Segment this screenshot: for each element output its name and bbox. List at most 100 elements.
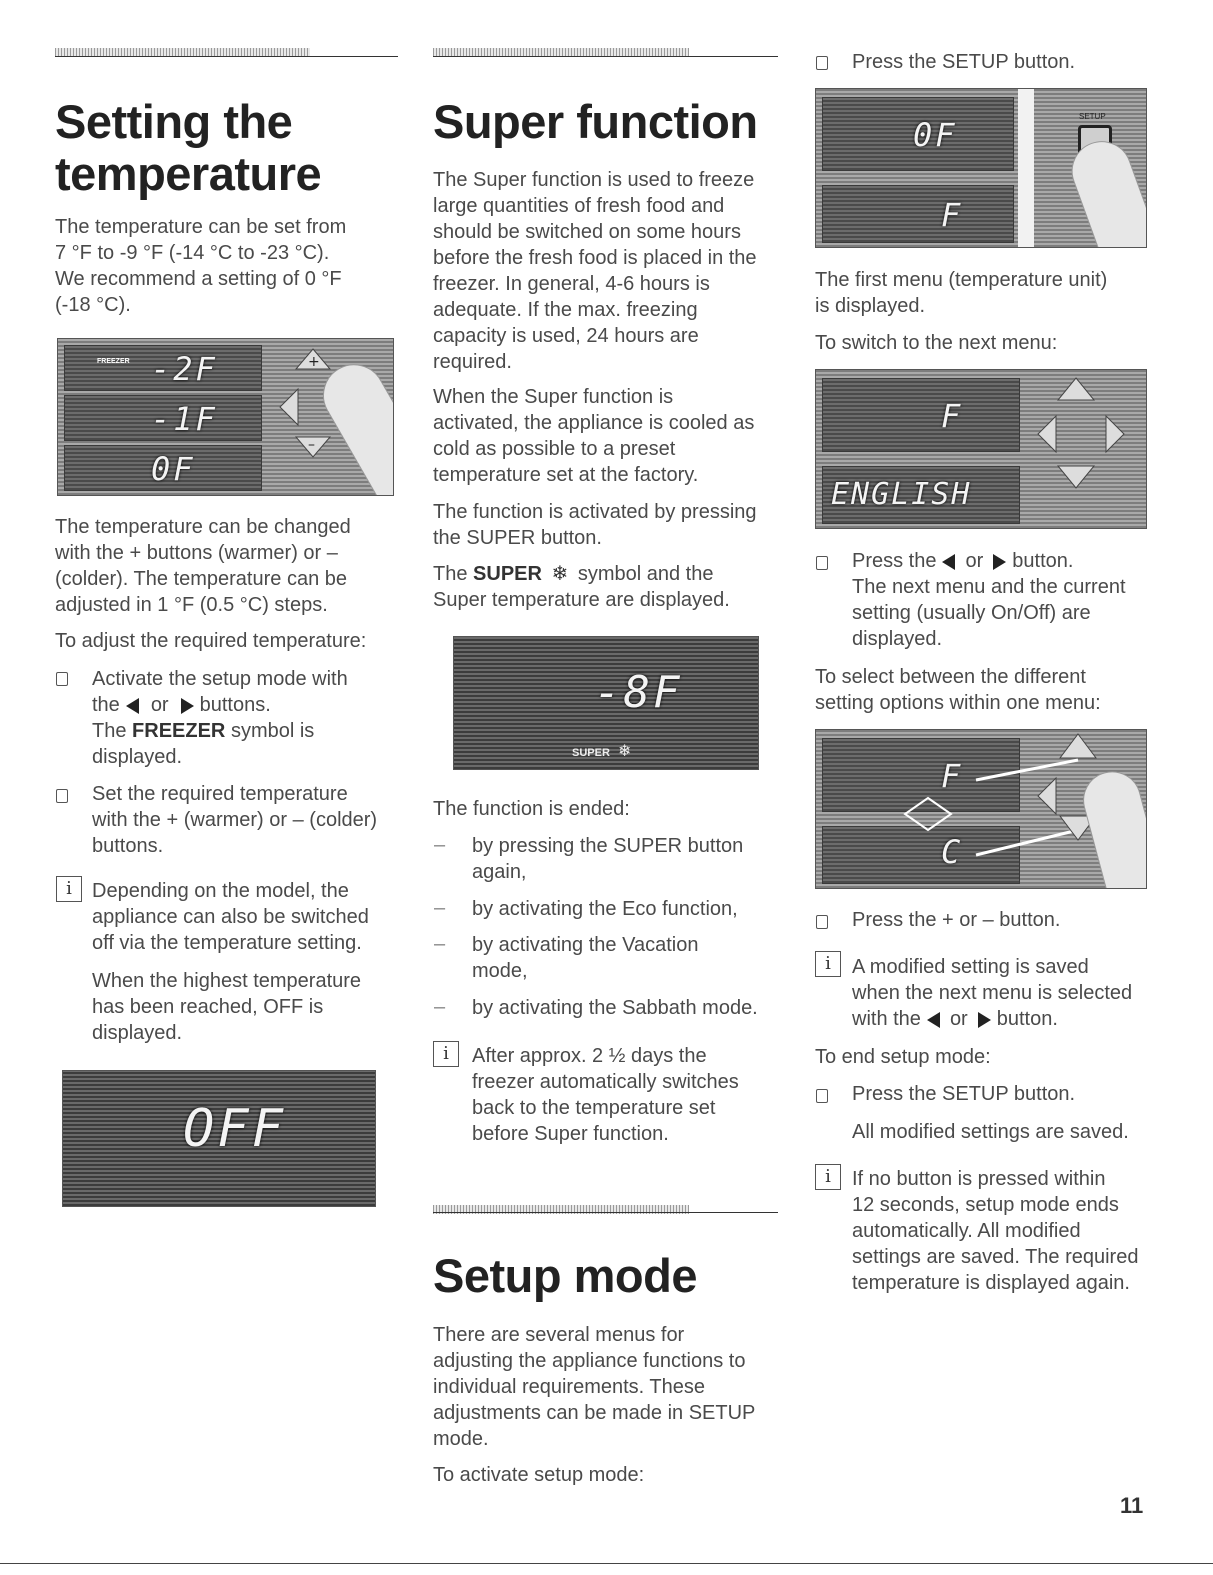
header-rule-col2 [433, 56, 778, 57]
display-row-mid: -1F [64, 395, 262, 441]
text-line: temperature set at the factory. [433, 464, 699, 486]
info-line: After approx. 2 ½ days the [472, 1045, 707, 1067]
step-text: the [92, 694, 120, 716]
temperature-display-image: FREEZER -2F -1F 0F + – [57, 338, 394, 496]
adjust-lead: To adjust the required temperature: [55, 630, 367, 652]
info-line: when the next menu is selected [852, 982, 1133, 1004]
temp-value: -2F [151, 350, 218, 388]
display-row-top: FREEZER -2F [64, 345, 262, 391]
checkbox-icon [56, 672, 68, 686]
switch-lead: To switch to the next menu: [815, 332, 1058, 354]
arrow-buttons-icon [1037, 377, 1125, 489]
text-line: The function is activated by pressing [433, 501, 757, 523]
first-menu-text: The first menu (temperature unit) is dis… [815, 267, 1107, 319]
display-row-top: F [822, 738, 1020, 812]
intro-line: before the fresh food is placed in the [433, 247, 757, 269]
menu-display-image: F ENGLISH [815, 369, 1147, 529]
header-rule-col1 [55, 56, 398, 57]
press-plus-minus: Press the + or – button. [852, 909, 1061, 931]
display-row-bottom: C [822, 826, 1020, 884]
info-line: A modified setting is saved [852, 956, 1089, 978]
checkbox-icon [816, 915, 828, 929]
freezer-small-label: FREEZER [97, 358, 130, 365]
checkbox-icon [816, 556, 828, 570]
temp-value: -1F [151, 400, 218, 438]
right-arrow-icon [977, 1011, 991, 1028]
col2-activated: When the Super function is activated, th… [433, 384, 754, 488]
select-lead: To select between the different setting … [815, 664, 1101, 716]
text: Press the [852, 550, 937, 572]
display-value: ENGLISH [831, 477, 972, 512]
info-line: When the highest temperature [92, 970, 362, 992]
intro-line: required. [433, 351, 512, 373]
right-arrow-icon [180, 697, 194, 714]
title-line2: temperature [55, 147, 322, 200]
setup-display-image: 0F F SETUP [815, 88, 1147, 248]
step-line: Set the required temperature [92, 783, 348, 805]
info-line: back to the temperature set [472, 1097, 716, 1119]
svg-text:+: + [308, 354, 320, 370]
text-line: The first menu (temperature unit) [815, 269, 1108, 291]
ended-item: by activating the Sabbath mode. [472, 995, 758, 1021]
change-line: adjusted in 1 °F (0.5 °C) steps. [55, 594, 328, 616]
left-arrow-icon [942, 553, 956, 570]
display-value: F [941, 196, 964, 234]
header-band-col1 [55, 48, 310, 57]
text: button. [996, 1008, 1058, 1030]
text-line: When the Super function is [433, 386, 674, 408]
intro-line: should be switched on some hours [433, 221, 741, 243]
display-value: F [941, 757, 964, 795]
intro-line: adjusting the appliance functions to [433, 1350, 746, 1372]
intro-line: 7 °F to -9 °F (-14 °C to -23 °C). [55, 242, 330, 264]
page-number: 11 [1120, 1493, 1144, 1518]
temp-value: 0F [151, 450, 196, 488]
step-line: with the + (warmer) or – (colder) [92, 809, 378, 831]
dash-bullet: – [434, 834, 446, 856]
settings-saved: All modified settings are saved. [852, 1121, 1129, 1143]
freezer-label: FREEZER [132, 720, 226, 742]
item-line: by activating the Eco function, [472, 898, 738, 920]
display-row-top: 0F [822, 97, 1014, 171]
display-value: 0F [913, 116, 958, 154]
info-icon: i [815, 1164, 841, 1190]
intro-line: We recommend a setting of 0 °F [55, 268, 342, 290]
text: or [949, 1008, 968, 1030]
title-setup-mode: Setup mode [433, 1249, 697, 1302]
info-off-note: When the highest temperature has been re… [92, 968, 361, 1046]
ended-item: by activating the Vacation mode, [472, 932, 698, 984]
item-line: mode, [472, 960, 528, 982]
press-setup-button-2: Press the SETUP button. [852, 1083, 1076, 1105]
footer-rule [0, 1563, 1213, 1564]
step-line: displayed. [92, 746, 183, 768]
finger-pressing-image [1063, 132, 1146, 247]
dash-bullet: – [434, 996, 446, 1018]
col2-intro: The Super function is used to freeze lar… [433, 167, 757, 375]
intro-line: adjustments can be made in SETUP [433, 1402, 756, 1424]
intro-line: individual requirements. These [433, 1376, 706, 1398]
text-line: cold as possible to a preset [433, 438, 676, 460]
info-icon: i [56, 876, 82, 902]
snowflake-icon: ❄ [618, 743, 632, 760]
item-line: again, [472, 861, 527, 883]
item-line: by activating the Vacation [472, 934, 699, 956]
info-line: displayed. [92, 1022, 183, 1044]
super-display-label: SUPER [572, 747, 610, 759]
text: or [965, 550, 984, 572]
text-line: The next menu and the current [852, 576, 1126, 598]
title-line1: Setting the [55, 95, 293, 148]
checkbox-icon [56, 789, 68, 803]
info-line: before Super function. [472, 1123, 669, 1145]
intro-line: freezer. In general, 4-6 hours is [433, 273, 710, 295]
setup-lead: To activate setup mode: [433, 1464, 645, 1486]
snowflake-icon: ❄ [551, 563, 569, 585]
ended-item: by pressing the SUPER button again, [472, 833, 743, 885]
display-row-top: F [822, 378, 1020, 452]
info-line: 12 seconds, setup mode ends [852, 1194, 1119, 1216]
info-line: automatically. All modified [852, 1220, 1081, 1242]
info-line: settings are saved. The required [852, 1246, 1139, 1268]
checkbox-icon [816, 56, 828, 70]
text-line: Super temperature are displayed. [433, 589, 730, 611]
end-lead: To end setup mode: [815, 1046, 991, 1068]
change-line: (colder). The temperature can be [55, 568, 348, 590]
